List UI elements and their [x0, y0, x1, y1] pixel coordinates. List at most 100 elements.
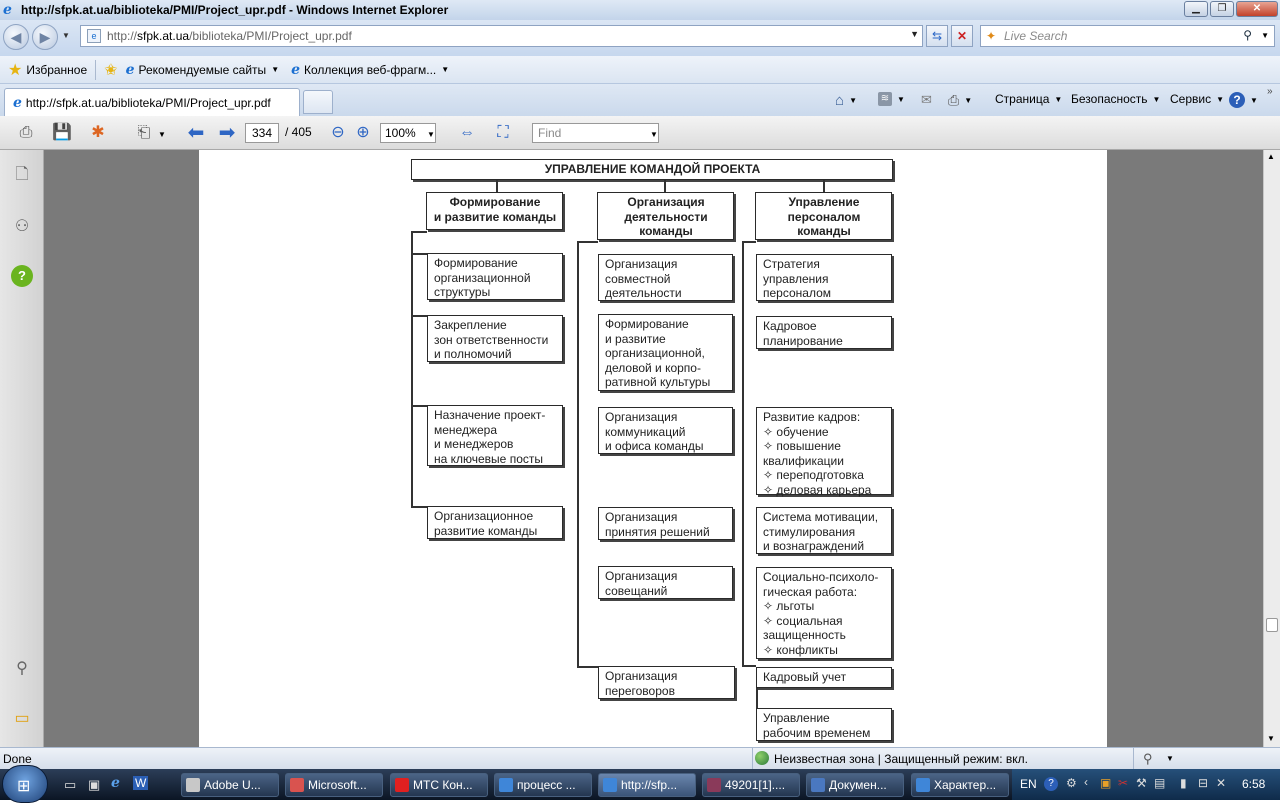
comments-icon[interactable]: ▭: [14, 710, 30, 727]
help-icon[interactable]: ?: [11, 265, 33, 287]
zoom-input[interactable]: 100%: [380, 123, 436, 143]
chevron-right-icon[interactable]: »: [1267, 86, 1273, 97]
taskbar-item[interactable]: МТС Кон...: [390, 773, 488, 797]
stop-button[interactable]: ✕: [951, 25, 973, 47]
read-mail-button[interactable]: ✉: [921, 92, 932, 108]
chevron-down-icon[interactable]: ▼: [158, 130, 166, 139]
page-menu[interactable]: Страница▼: [995, 92, 1063, 106]
pdf-print-button[interactable]: ⎙: [19, 124, 33, 141]
web-slice-gallery-button[interactable]: e Коллекция веб-фрагм... ▼: [291, 61, 450, 78]
chevron-down-icon[interactable]: ▼: [1166, 754, 1174, 763]
chevron-down-icon: ▼: [1054, 94, 1063, 104]
new-tab-button[interactable]: [303, 90, 333, 114]
list-item: Развитие кадров: ✧ обучение ✧ повышение …: [756, 407, 892, 497]
zoom-dropdown-icon[interactable]: ▼: [427, 130, 435, 139]
tray-icon[interactable]: ▮: [1180, 776, 1187, 790]
suggested-sites-button[interactable]: e Рекомендуемые сайты ▼: [125, 61, 280, 78]
volume-muted-icon[interactable]: ✕: [1216, 776, 1227, 790]
taskbar-item[interactable]: 49201[1]....: [702, 773, 800, 797]
tray-icon[interactable]: ⚙: [1066, 776, 1077, 790]
start-button[interactable]: ⊞: [2, 765, 48, 803]
zoom-in-button[interactable]: ⊕: [356, 124, 370, 141]
tray-icon[interactable]: ⚒: [1136, 776, 1147, 790]
safety-menu[interactable]: Безопасность▼: [1071, 92, 1161, 106]
scroll-thumb[interactable]: [1266, 618, 1278, 632]
history-dropdown-icon[interactable]: ▼: [62, 31, 70, 40]
pages-icon[interactable]: 🗋: [15, 166, 29, 183]
search-input[interactable]: Live Search: [1004, 29, 1068, 43]
word-quicklaunch-icon[interactable]: W: [133, 776, 149, 790]
divider: [95, 59, 97, 80]
search-icon[interactable]: ⚲: [1243, 28, 1252, 42]
connector: [823, 180, 825, 192]
refresh-button[interactable]: ⇆: [926, 25, 948, 47]
taskbar-item[interactable]: Microsoft...: [285, 773, 383, 797]
favorites-button[interactable]: ★ Избранное: [8, 61, 88, 79]
zoom-out-button[interactable]: ⊖: [331, 124, 345, 141]
taskbar-item[interactable]: Характер...: [911, 773, 1009, 797]
close-window-button[interactable]: ✕: [1236, 1, 1278, 17]
navigation-panel: 🗋 ⚇ ? ⚲ ▭: [0, 150, 44, 747]
tray-icon[interactable]: ▤: [1154, 776, 1166, 790]
connector: [577, 241, 579, 666]
fit-page-button[interactable]: ⛶: [497, 124, 509, 141]
find-input[interactable]: Find: [532, 123, 659, 143]
switch-windows-icon[interactable]: ▣: [88, 777, 101, 792]
address-bar[interactable]: e http://sfpk.at.ua/biblioteka/PMI/Proje…: [80, 25, 923, 47]
ie-quicklaunch-icon[interactable]: e: [111, 775, 120, 791]
title-bar: e http://sfpk.at.ua/biblioteka/PMI/Proje…: [0, 0, 1280, 20]
maximize-button[interactable]: ❐: [1210, 1, 1234, 17]
zoom-icon[interactable]: ⚲: [1143, 751, 1153, 766]
taskbar-item-active[interactable]: http://sfp...: [598, 773, 696, 797]
show-desktop-icon[interactable]: ▭: [64, 777, 77, 792]
tools-menu[interactable]: Сервис▼: [1170, 92, 1225, 106]
pdf-save-button[interactable]: 💾: [52, 124, 72, 141]
search-box[interactable]: ✦ Live Search ⚲ ▼: [980, 25, 1275, 47]
add-favorite-button[interactable]: ✬: [104, 60, 121, 80]
language-indicator[interactable]: EN: [1020, 777, 1037, 791]
help-icon[interactable]: ?: [1044, 777, 1058, 791]
security-zone-text[interactable]: Неизвестная зона | Защищенный режим: вкл…: [774, 752, 1028, 766]
back-button[interactable]: ◀: [3, 24, 29, 50]
scroll-down-icon[interactable]: ▼: [1267, 734, 1275, 743]
address-dropdown-icon[interactable]: ▼: [910, 29, 919, 39]
forward-button[interactable]: ▶: [32, 24, 58, 50]
find-binoculars-icon[interactable]: ⚇: [14, 218, 30, 235]
tray-icon[interactable]: ▣: [1100, 776, 1112, 790]
address-row: ◀ ▶ ▼ e http://sfpk.at.ua/biblioteka/PMI…: [0, 20, 1280, 56]
add-favorite-icon: ✬: [104, 61, 118, 79]
minimize-button[interactable]: ▁: [1184, 1, 1208, 17]
feeds-button[interactable]: ≋▼: [878, 92, 905, 106]
taskbar-item[interactable]: Докумен...: [806, 773, 904, 797]
tab-active[interactable]: e http://sfpk.at.ua/biblioteka/PMI/Proje…: [4, 88, 300, 116]
tray-icon[interactable]: ✂: [1118, 776, 1129, 790]
tab-ie-icon: e: [13, 94, 22, 111]
page-total: / 405: [285, 125, 312, 139]
address-url[interactable]: http://sfpk.at.ua/biblioteka/PMI/Project…: [107, 29, 352, 43]
attachments-icon[interactable]: ⚲: [16, 660, 28, 677]
network-icon[interactable]: ⊟: [1198, 776, 1209, 790]
taskbar-item[interactable]: процесс ...: [494, 773, 592, 797]
status-bar: Done Неизвестная зона | Защищенный режим…: [0, 747, 1280, 770]
clock[interactable]: 6:58: [1242, 777, 1266, 791]
taskbar-item[interactable]: Adobe U...: [181, 773, 279, 797]
favorites-bar: ★ Избранное ✬ e Рекомендуемые сайты ▼ e …: [0, 56, 1280, 84]
previous-page-button[interactable]: ⬅: [187, 122, 205, 144]
search-dropdown-icon[interactable]: ▼: [1261, 31, 1269, 40]
find-dropdown-icon[interactable]: ▼: [650, 130, 658, 139]
tray-expand-icon[interactable]: ‹: [1084, 775, 1088, 789]
next-page-button[interactable]: ➡: [218, 122, 236, 144]
list-item: Организация переговоров: [598, 666, 735, 699]
scroll-up-icon[interactable]: ▲: [1267, 152, 1275, 161]
print-button[interactable]: ⎙▼: [948, 92, 972, 109]
fit-width-button[interactable]: ⇔: [459, 124, 475, 141]
page-number-input[interactable]: 334: [245, 123, 279, 143]
chevron-down-icon: ▼: [849, 96, 857, 105]
collaborate-icon[interactable]: ✱: [91, 124, 105, 141]
snapshot-button[interactable]: ⎗: [137, 124, 151, 141]
help-menu[interactable]: ?▼: [1229, 92, 1258, 108]
vertical-scrollbar[interactable]: ▲ ▼: [1263, 150, 1280, 747]
connector: [496, 180, 498, 192]
home-button[interactable]: ⌂▼: [835, 92, 857, 109]
connector: [756, 688, 758, 708]
